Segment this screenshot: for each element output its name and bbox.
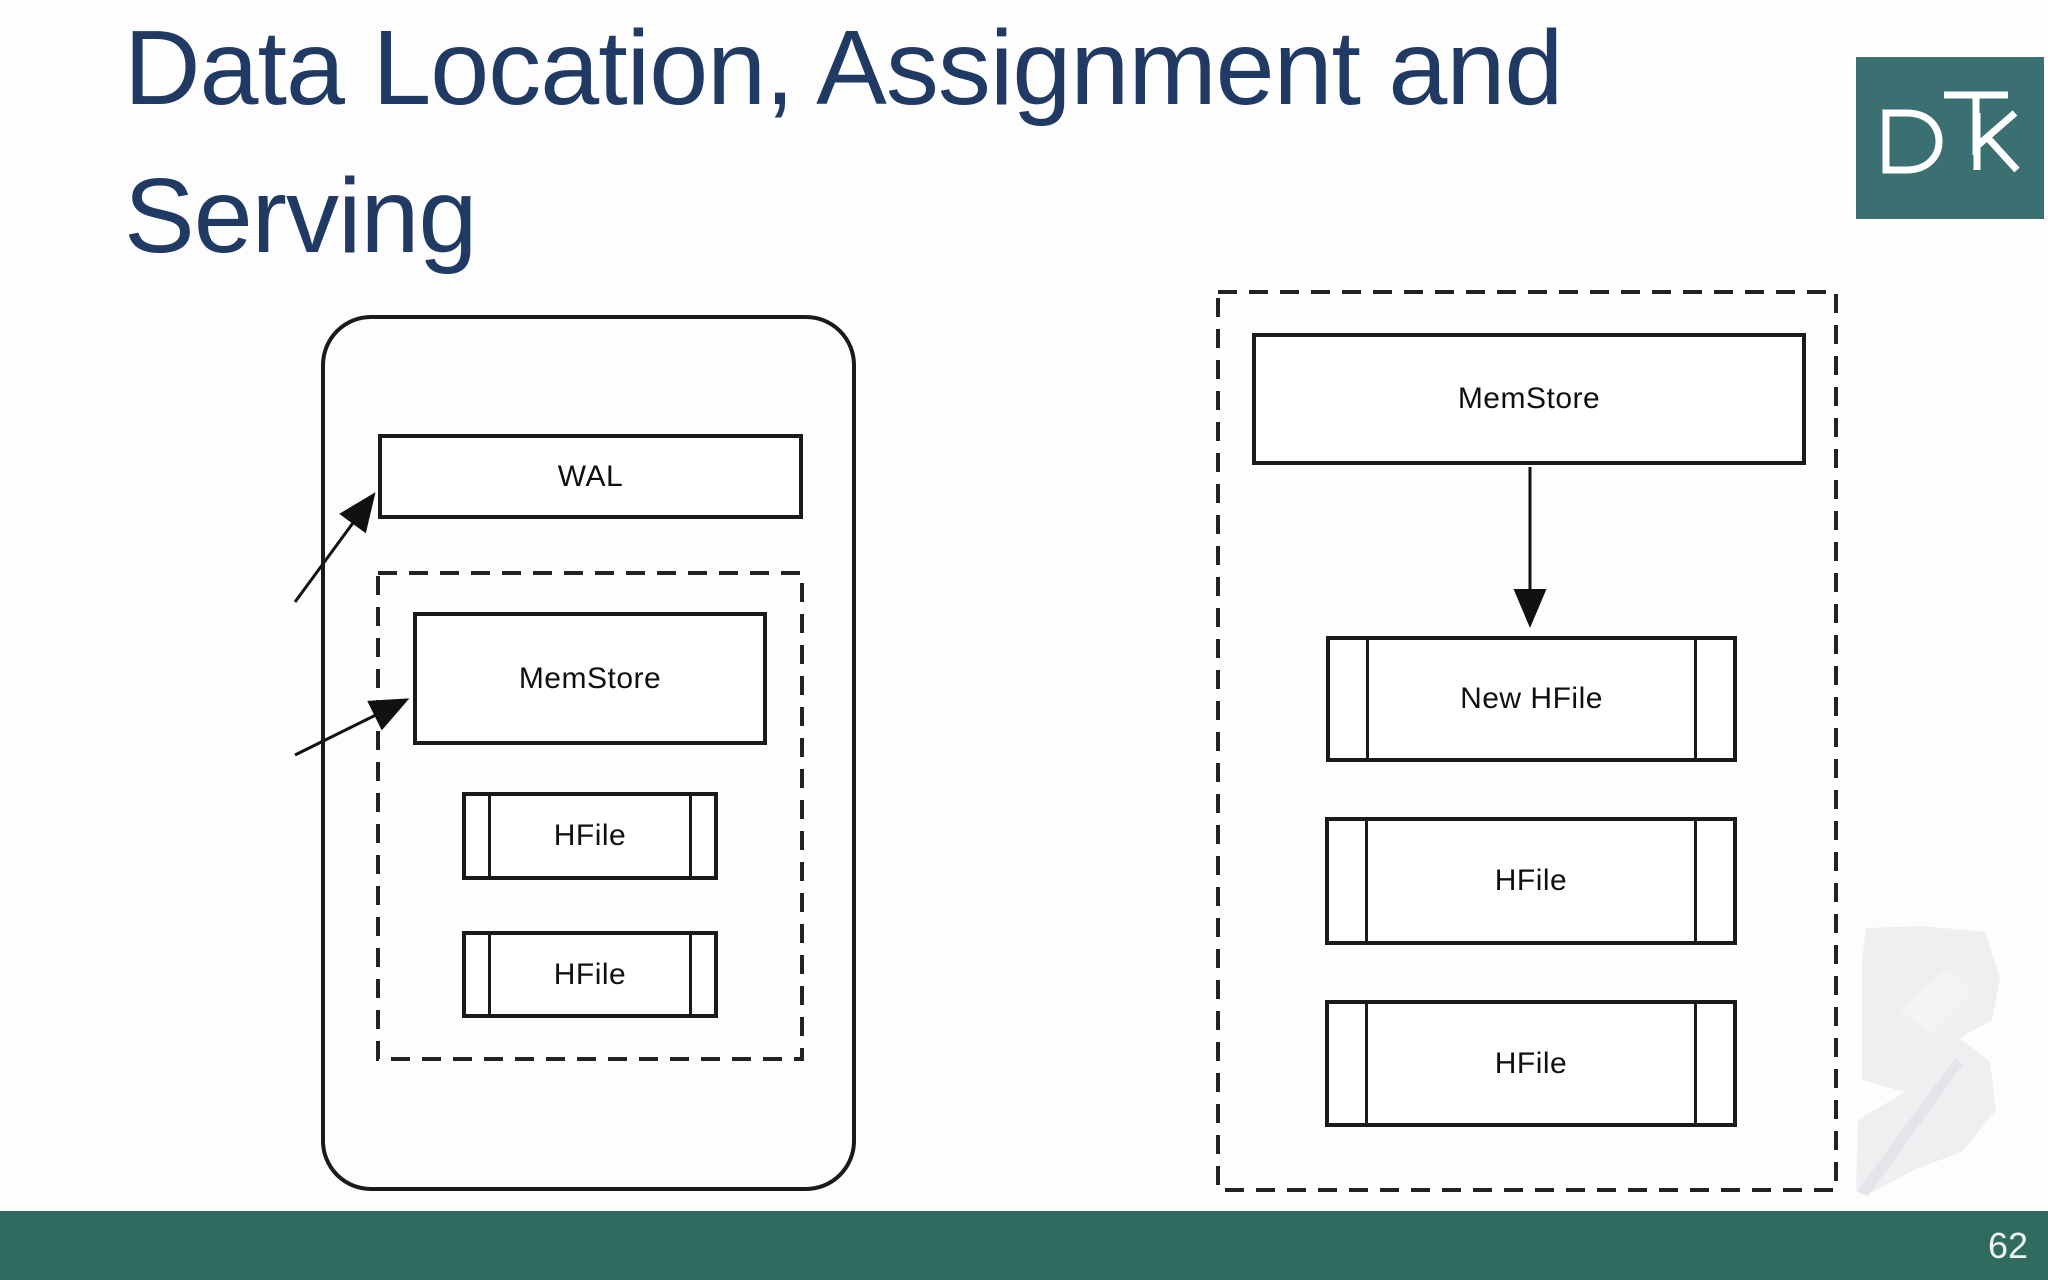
slide-title: Data Location, Assignment and Serving: [124, 0, 1824, 290]
hfile-endcap-line: [1365, 1004, 1368, 1123]
hfile-endcap-line: [1366, 640, 1369, 758]
memstore-box-left: MemStore: [413, 612, 767, 745]
memstore-left-label: MemStore: [518, 661, 662, 695]
hfile-endcap-line: [488, 796, 491, 876]
slide-title-line1: Data Location, Assignment and: [124, 9, 1563, 127]
memstore-right-label: MemStore: [1457, 382, 1601, 415]
hfile-box-right-middle: HFile: [1325, 817, 1737, 945]
hfile-endcap-line: [689, 796, 692, 876]
dtk-logo: [1856, 57, 2044, 219]
hfile-endcap-line: [1694, 1004, 1697, 1123]
hfile-endcap-line: [1365, 821, 1368, 941]
hfile-endcap-line: [689, 935, 692, 1014]
slide-title-line2: Serving: [124, 157, 477, 275]
memstore-box-right: MemStore: [1252, 333, 1806, 465]
hfile-endcap-line: [488, 935, 491, 1014]
wal-label: WAL: [557, 459, 624, 493]
new-hfile-label: New HFile: [1460, 682, 1603, 715]
hfile-right-bottom-label: HFile: [1494, 1046, 1568, 1080]
hfile-right-middle-label: HFile: [1494, 864, 1568, 897]
hfile-box-left-top: HFile: [462, 792, 718, 880]
dtk-logo-icon: [1856, 57, 2044, 219]
footer-bar: 62: [0, 1211, 2048, 1280]
hfile-endcap-line: [1694, 640, 1697, 758]
hfile-left-bottom-label: HFile: [553, 957, 627, 991]
hfile-box-left-bottom: HFile: [462, 931, 718, 1018]
hfile-endcap-line: [1694, 821, 1697, 941]
wal-box: WAL: [378, 434, 803, 519]
watermark-sketch: [1856, 926, 2000, 1196]
hfile-left-top-label: HFile: [553, 819, 627, 852]
new-hfile-box: New HFile: [1326, 636, 1737, 762]
region-server-outline: [321, 315, 856, 1191]
page-number: 62: [1987, 1224, 2028, 1266]
hfile-box-right-bottom: HFile: [1325, 1000, 1737, 1127]
